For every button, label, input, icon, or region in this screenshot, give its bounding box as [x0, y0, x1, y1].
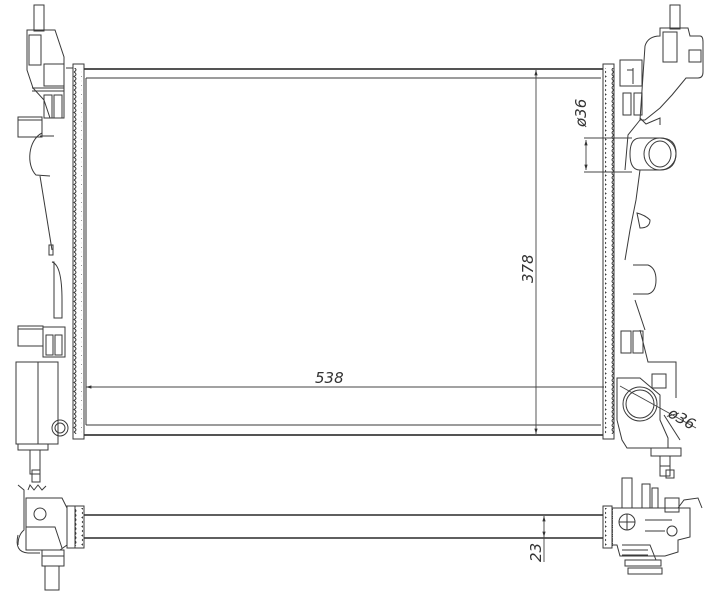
inlet-diameter-dimension: ø36 [572, 99, 632, 173]
front-view: 538 378 ø36 ø36 [15, 4, 704, 477]
width-dimension-label: 538 [315, 369, 344, 387]
outlet-pipe [616, 377, 682, 477]
bottom-right-tank [602, 469, 703, 575]
left-tank [66, 63, 85, 440]
height-dimension-label: 378 [519, 254, 537, 283]
outlet-diameter-label: ø36 [664, 403, 698, 433]
core-thickness-dimension: 23 [527, 516, 546, 562]
width-dimension: 538 [86, 369, 604, 389]
core-thickness-label: 23 [527, 543, 545, 562]
height-dimension: 378 [519, 70, 538, 434]
right-bracket-middle [620, 212, 677, 398]
right-tank [602, 63, 615, 440]
bottom-view: 23 [16, 469, 703, 591]
left-bracket-bottom [15, 325, 69, 475]
left-bracket-top [17, 4, 65, 319]
bottom-left-tank [16, 469, 85, 591]
inlet-pipe [624, 119, 677, 261]
bottom-core [84, 514, 603, 539]
right-bracket-top [619, 4, 704, 125]
inlet-diameter-label: ø36 [572, 99, 590, 128]
